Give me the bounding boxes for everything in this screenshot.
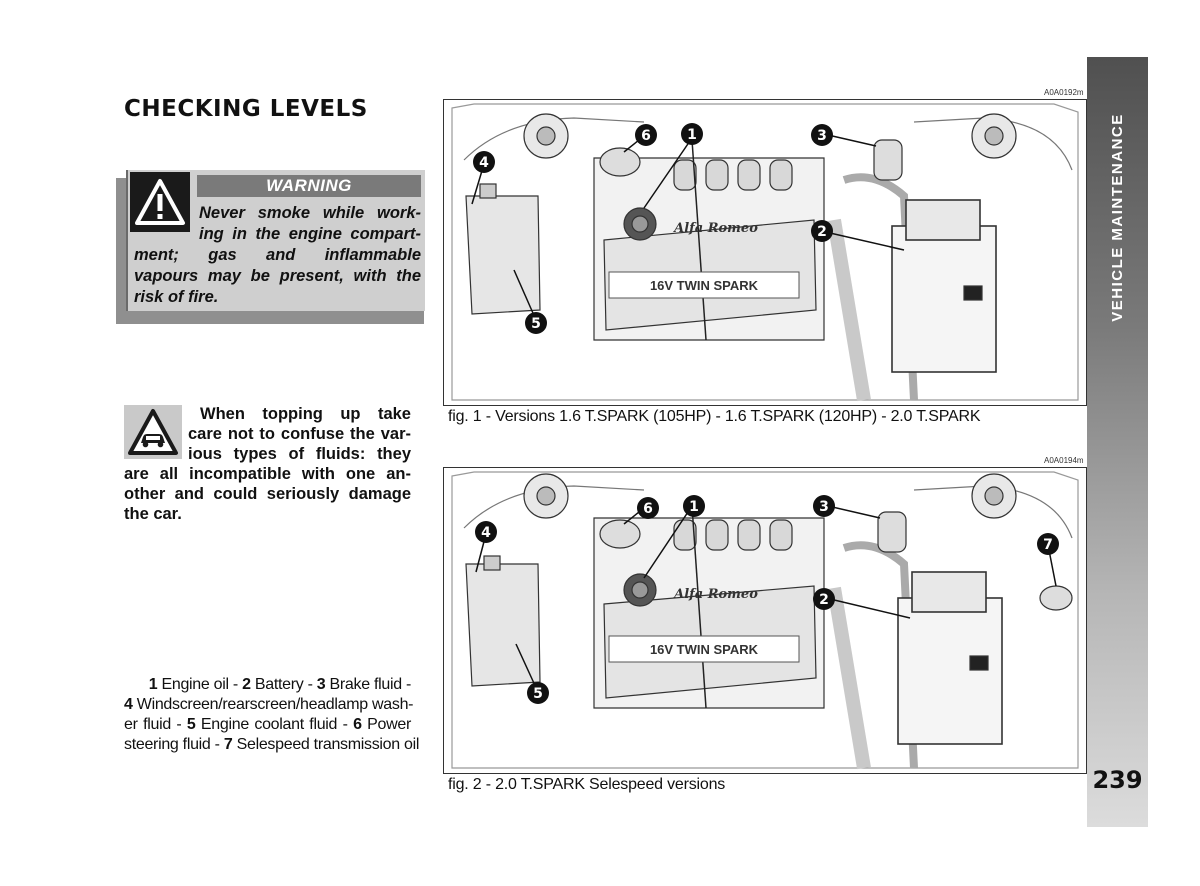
car-caution-icon: [124, 405, 182, 459]
legend-number: 5: [186, 716, 196, 733]
callout-3: 3: [817, 128, 827, 144]
engine-bay-illustration: 16V TWIN SPARK Alfa Romeo 1 2 3 4 5 6 7: [451, 471, 1079, 770]
page-number: 239: [1092, 766, 1143, 794]
warning-text-line: ment; gas and inflammable: [134, 246, 421, 264]
legend-text: er fluid -: [124, 716, 187, 733]
legend-number: 3: [316, 676, 326, 693]
legend-number: 7: [223, 736, 233, 753]
legend-number: 1: [148, 676, 158, 693]
engine-label: 16V TWIN SPARK: [650, 642, 759, 657]
legend-text: Battery -: [254, 676, 317, 693]
warning-triangle-icon: [130, 172, 190, 232]
note-text-line: When topping up take: [200, 405, 411, 423]
engine-diagram-figure-1: 16V TWIN SPARK Alfa Romeo 1 2 3 4 5 6: [443, 99, 1087, 406]
page-title: CHECKING LEVELS: [124, 96, 368, 122]
note-text-line: ious types of fluids: they: [188, 445, 411, 463]
brand-script: Alfa Romeo: [672, 587, 758, 602]
legend-text: Brake fluid -: [329, 676, 412, 693]
engine-diagram-figure-2: 16V TWIN SPARK Alfa Romeo 1 2 3 4 5 6 7: [443, 467, 1087, 774]
callout-6: 6: [641, 128, 651, 144]
callout-3: 3: [819, 499, 829, 515]
legend-number: 2: [242, 676, 251, 693]
brand-script: Alfa Romeo: [672, 221, 758, 236]
callout-1: 1: [689, 499, 699, 515]
legend-line: 1 Engine oil - 2 Battery - 3 Brake fluid…: [124, 675, 412, 695]
note-text-line: are all incompatible with one an-: [124, 465, 411, 483]
legend-line: 4 Windscreen/rearscreen/headlamp wash-: [124, 695, 414, 715]
warning-text-line: ing in the engine compart-: [199, 225, 421, 243]
warning-text-line: risk of fire.: [134, 288, 219, 306]
legend-number: 4: [124, 696, 133, 713]
callout-5: 5: [531, 316, 541, 332]
figure-caption: fig. 1 - Versions 1.6 T.SPARK (105HP) - …: [448, 408, 981, 425]
figure-code: A0A0194m: [1044, 456, 1084, 465]
section-side-tab: [1087, 57, 1148, 827]
callout-5: 5: [533, 686, 543, 702]
callout-1: 1: [687, 127, 697, 143]
legend-text: steering fluid -: [124, 736, 224, 753]
warning-text-line: Never smoke while work-: [199, 204, 421, 222]
engine-label: 16V TWIN SPARK: [650, 278, 759, 293]
figure-caption: fig. 2 - 2.0 T.SPARK Selespeed versions: [448, 776, 726, 793]
legend-line: steering fluid - 7 Selespeed transmissio…: [124, 735, 419, 755]
callout-4: 4: [481, 525, 491, 541]
legend-text: Engine oil -: [161, 676, 243, 693]
callout-7: 7: [1043, 537, 1053, 553]
warning-header: WARNING: [197, 175, 421, 197]
note-text-line: the car.: [124, 505, 182, 523]
warning-text-line: vapours may be present, with the: [134, 267, 421, 285]
legend-text: Engine coolant fluid -: [200, 716, 354, 733]
callout-2: 2: [819, 592, 829, 608]
legend-number: 6: [353, 716, 362, 733]
callout-2: 2: [817, 224, 827, 240]
note-text-line: care not to confuse the var-: [188, 425, 411, 443]
callout-4: 4: [479, 155, 489, 171]
legend-text: Selespeed transmission oil: [236, 736, 420, 753]
section-name: VEHICLE MAINTENANCE: [1109, 112, 1127, 322]
engine-bay-illustration: 16V TWIN SPARK Alfa Romeo 1 2 3 4 5 6: [451, 103, 1079, 402]
figure-code: A0A0192m: [1044, 88, 1084, 97]
legend-text: Windscreen/rearscreen/headlamp wash-: [136, 696, 414, 713]
legend-line: er fluid - 5 Engine coolant fluid - 6 Po…: [124, 715, 411, 735]
note-text-line: other and could seriously damage: [124, 485, 411, 503]
callout-6: 6: [643, 501, 653, 517]
section-side-label: VEHICLE MAINTENANCE: [1087, 57, 1148, 377]
legend-text: Power: [367, 716, 411, 733]
